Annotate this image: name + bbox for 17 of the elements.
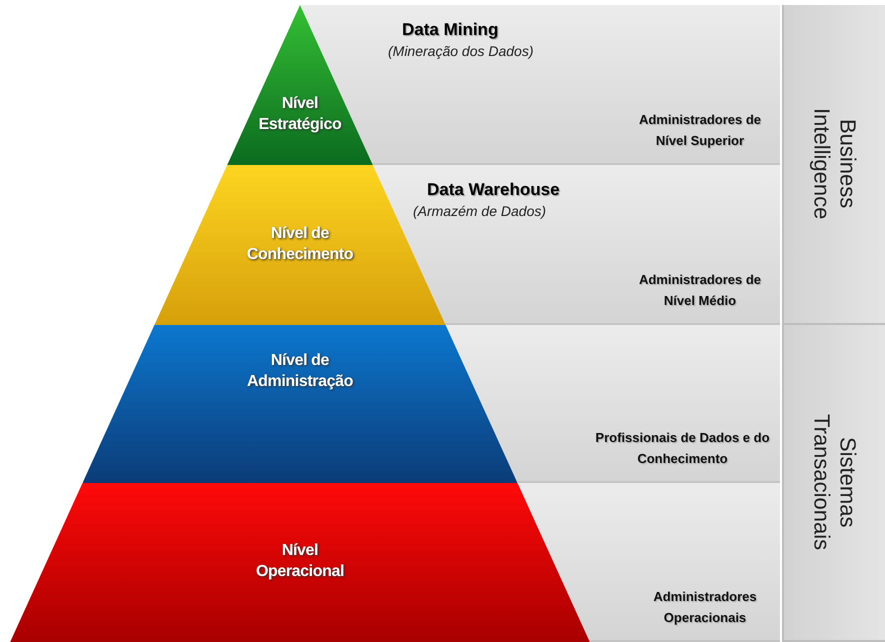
side-label: Sistemas Transacionais xyxy=(808,413,860,553)
role-text: Administradores de Nível Superior xyxy=(638,111,762,150)
tier-label: Nível de Conhecimento xyxy=(246,224,354,265)
tier-label: Nível Estratégico xyxy=(258,94,342,135)
band-row xyxy=(372,165,780,325)
tier-label: Nível de Administração xyxy=(246,351,354,392)
role-text: Administradores Operacionais xyxy=(652,588,758,627)
band-heading: Data Mining xyxy=(402,19,498,41)
band-subtitle: (Mineração dos Dados) xyxy=(388,42,534,61)
role-text: Administradores de Nível Médio xyxy=(638,271,762,310)
tier-label: Nível Operacional xyxy=(254,541,346,582)
side-label: Business Intelligence xyxy=(808,107,860,222)
band-subtitle: (Armazém de Dados) xyxy=(412,202,546,221)
side-panel xyxy=(782,5,885,325)
band-heading: Data Warehouse xyxy=(426,179,560,201)
side-panel xyxy=(782,325,885,642)
role-text: Profissionais de Dados e do Conhecimento xyxy=(594,429,770,468)
